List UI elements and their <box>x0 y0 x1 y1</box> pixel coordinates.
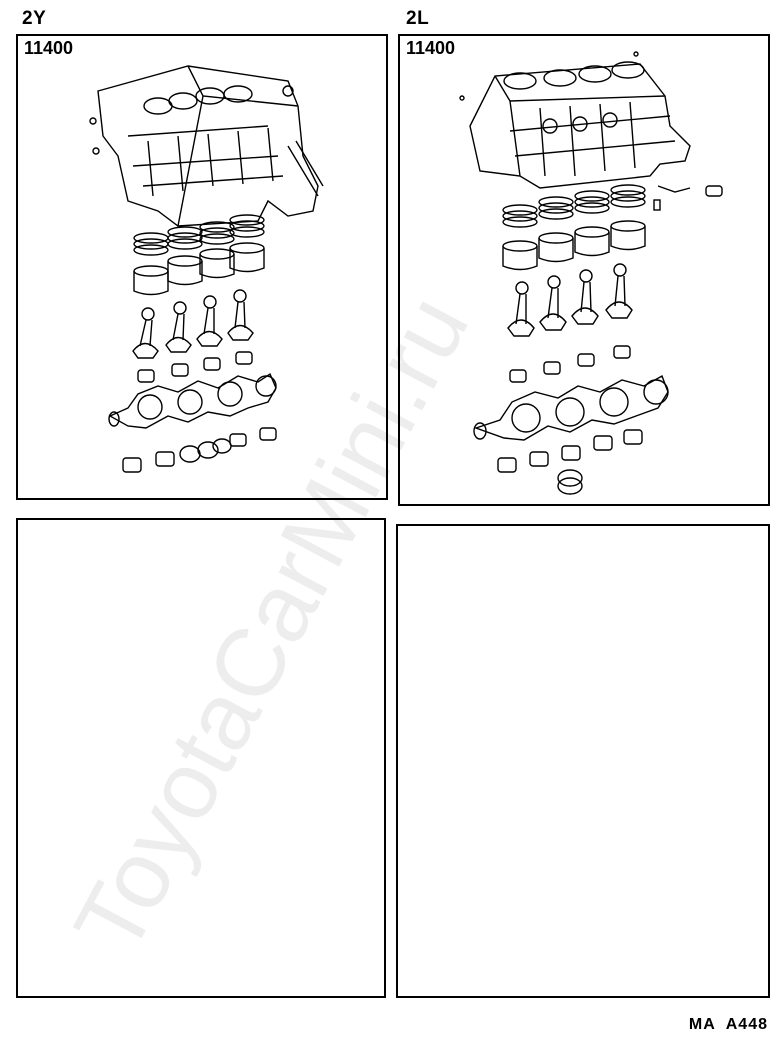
page-code-number: A448 <box>725 1016 768 1033</box>
engine-block-icon <box>89 65 324 227</box>
short-block-drawing-2y <box>89 65 324 473</box>
part-number-2l: 11400 <box>406 38 456 58</box>
piston-icon <box>502 220 646 271</box>
part-number-2y: 11400 <box>24 38 74 58</box>
page-code: MA A448 <box>689 1016 768 1034</box>
bearing-icon <box>497 345 643 495</box>
panel-2l[interactable]: 11400 <box>398 34 770 506</box>
piston-icon <box>133 242 265 296</box>
page-code-prefix: MA <box>688 1016 716 1033</box>
panel-2y[interactable]: 11400 <box>16 34 388 500</box>
engine-block-icon <box>459 51 691 189</box>
crankshaft-icon <box>108 372 277 429</box>
bearing-icon <box>122 351 277 473</box>
connecting-rod-icon <box>132 289 254 359</box>
piston-ring-icon <box>133 214 265 256</box>
crankshaft-icon <box>473 374 669 441</box>
short-block-drawing-2l <box>459 51 723 495</box>
panel-empty-right[interactable] <box>396 524 770 998</box>
engine-label-2l: 2L <box>406 8 430 29</box>
engine-label-2y: 2Y <box>22 8 47 29</box>
connecting-rod-icon <box>507 263 633 337</box>
piston-ring-icon <box>502 184 723 228</box>
panel-empty-left[interactable] <box>16 518 386 998</box>
